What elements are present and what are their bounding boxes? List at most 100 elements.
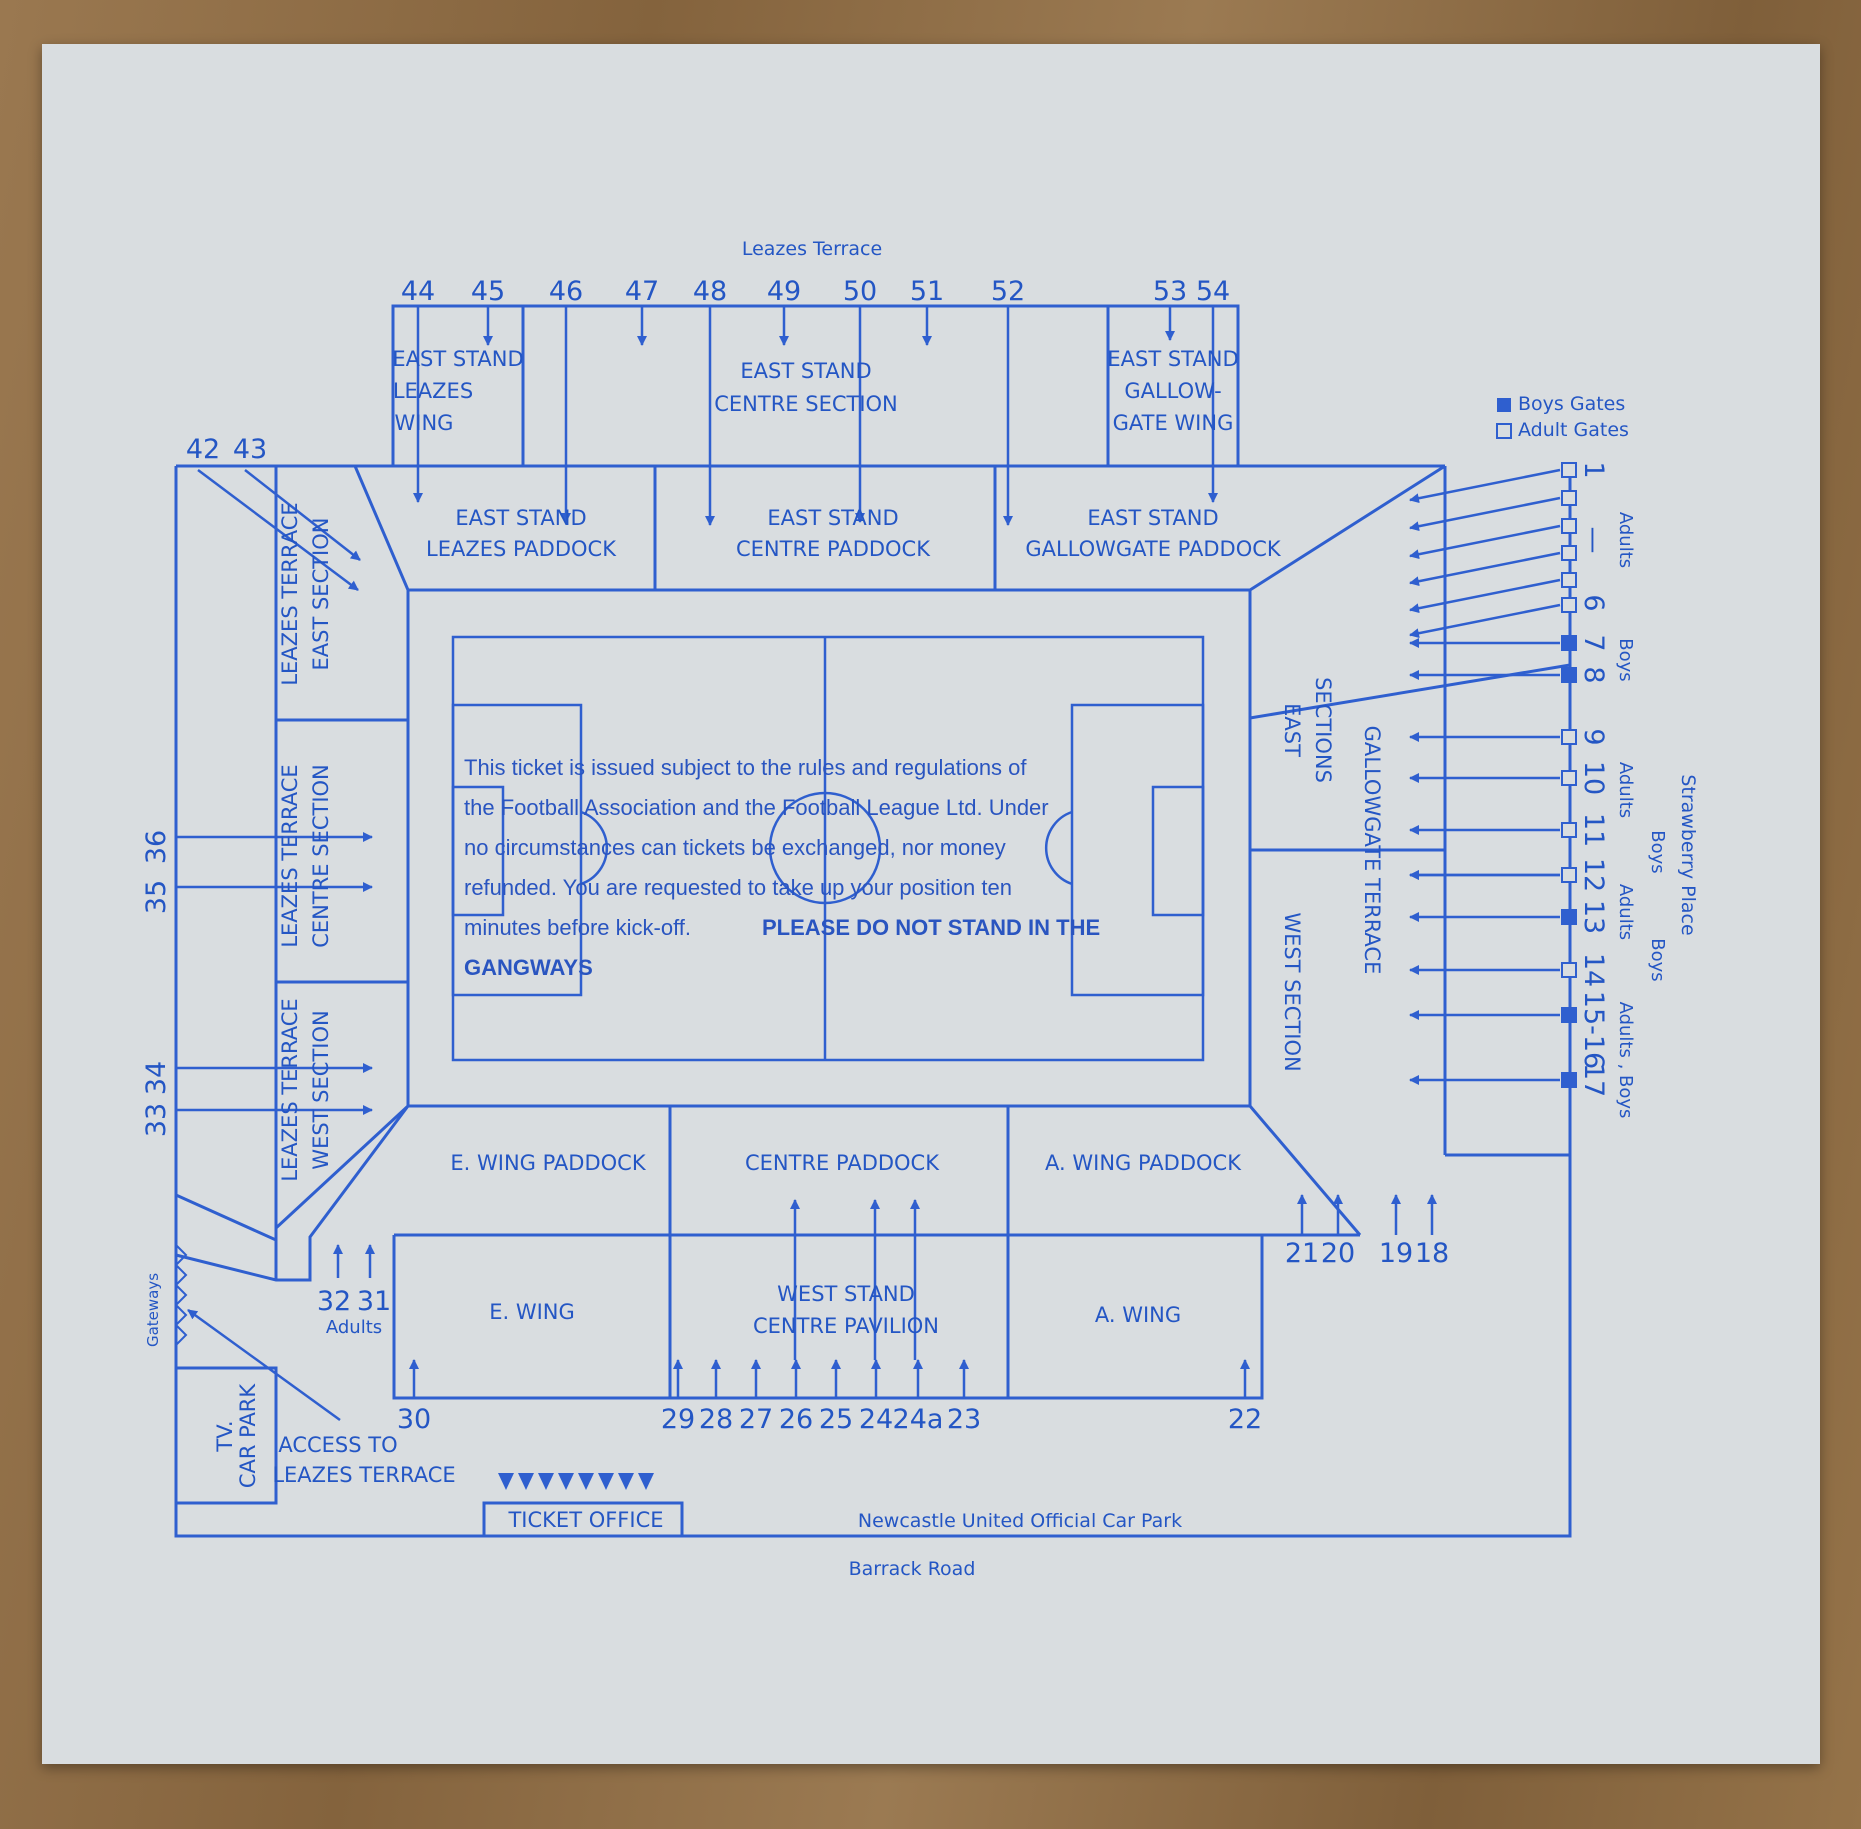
gate-note-right-4: Adults — [1615, 884, 1636, 940]
right-gate-arrow-4 — [1409, 578, 1561, 614]
es-leazes-wing-2: LEAZES — [393, 379, 473, 403]
es-centre-section-2: CENTRE SECTION — [714, 392, 898, 416]
ground-boundary — [174, 466, 1572, 1538]
gateways: Gateways — [144, 1273, 162, 1347]
lt-west-2: WEST SECTION — [309, 1010, 333, 1169]
gate-arrows — [175, 306, 1561, 1490]
gate-53: 53 — [1153, 276, 1187, 307]
ticket-office-arrow — [558, 1473, 574, 1490]
es-gallowgate-paddock-1: EAST STAND — [1087, 506, 1218, 530]
gate-note-right-2: Adults — [1615, 762, 1636, 818]
access-1: ACCESS TO — [278, 1433, 397, 1457]
adult-gate-marker — [1561, 729, 1577, 745]
gate-42: 42 — [186, 434, 220, 465]
notice-line-4: refunded. You are requested to take up y… — [464, 875, 1012, 900]
lt-east-1: LEAZES TERRACE — [278, 502, 302, 685]
a-wing-paddock: A. WING PADDOCK — [1045, 1151, 1242, 1175]
es-centre-paddock-1: EAST STAND — [767, 506, 898, 530]
gate-20: 20 — [1321, 1238, 1355, 1269]
gate-29: 29 — [661, 1404, 695, 1435]
legend-boys: Boys Gates — [1518, 393, 1625, 415]
gate-right-2: 6 — [1578, 594, 1609, 611]
ticket-office-arrow — [578, 1473, 594, 1490]
gate-24: 24 — [859, 1404, 893, 1435]
gate-30: 30 — [397, 1404, 431, 1435]
gateway-chevron — [175, 1324, 188, 1346]
gate-note-adults-left: Adults — [326, 1317, 382, 1338]
gate-51: 51 — [910, 276, 944, 307]
gate-47: 47 — [625, 276, 659, 307]
boys-gate-swatch — [1497, 398, 1511, 412]
notice-bold-1: PLEASE DO NOT STAND IN THE — [762, 915, 1100, 940]
tv-car-park-1: TV. — [213, 1420, 237, 1452]
gate-24a: 24a — [893, 1404, 944, 1435]
gate-26: 26 — [779, 1404, 813, 1435]
gate-46: 46 — [549, 276, 583, 307]
ticket-office: TICKET OFFICE — [507, 1508, 663, 1532]
centre-circle — [768, 791, 882, 905]
lt-east-2: EAST SECTION — [309, 518, 333, 671]
ticket-office-box — [482, 1501, 684, 1538]
ticket-office-arrow — [638, 1473, 654, 1490]
es-centre-section-1: EAST STAND — [740, 359, 871, 383]
west-stand-2: CENTRE PAVILION — [753, 1314, 939, 1338]
adult-gate-marker — [1561, 572, 1577, 588]
lt-west-1: LEAZES TERRACE — [278, 998, 302, 1181]
boys-gate-marker — [1561, 1072, 1577, 1088]
gate-35: 35 — [141, 880, 172, 914]
tv-car-park-2: CAR PARK — [236, 1383, 260, 1489]
gate-right-4: 8 — [1578, 666, 1609, 683]
gate-right-1: — — [1578, 527, 1609, 554]
gate-right-11: 15-16 — [1578, 991, 1609, 1069]
gate-note-right-3: Boys — [1647, 830, 1668, 873]
gate-note-right-1: Boys — [1615, 638, 1636, 681]
gate-36: 36 — [141, 830, 172, 864]
gate-arrow-42 — [197, 469, 359, 591]
ticket-office-arrow — [598, 1473, 614, 1490]
gate-18: 18 — [1415, 1238, 1449, 1269]
west-stand-1: WEST STAND — [777, 1282, 915, 1306]
gt-west: WEST SECTION — [1280, 912, 1304, 1071]
right-gate-arrow-5 — [1409, 603, 1561, 639]
east-stand-upper — [391, 304, 1240, 468]
gateway-chevron — [175, 1284, 188, 1306]
lt-centre-1: LEAZES TERRACE — [278, 764, 302, 947]
es-leazes-wing-1: EAST STAND — [392, 347, 523, 371]
gate-right-0: 1 — [1578, 461, 1609, 478]
west-stand-outline — [392, 1235, 1264, 1400]
gate-arrow-43 — [244, 469, 361, 561]
adult-gate-marker — [1561, 962, 1577, 978]
gallowgate-terrace: GALLOWGATE TERRACE — [1360, 726, 1384, 975]
right-gate-arrow-3 — [1409, 551, 1561, 587]
gate-21: 21 — [1285, 1238, 1319, 1269]
legend: Boys Gates Adult Gates — [1496, 393, 1629, 441]
gate-right-6: 10 — [1578, 761, 1609, 795]
adult-gate-marker — [1561, 545, 1577, 561]
ticket-office-arrow — [538, 1473, 554, 1490]
gate-50: 50 — [843, 276, 877, 307]
adult-gate-marker — [1561, 462, 1577, 478]
street-leazes-terrace: Leazes Terrace — [742, 238, 882, 260]
gate-22: 22 — [1228, 1404, 1262, 1435]
boys-gate-marker — [1561, 1007, 1577, 1023]
gate-43: 43 — [233, 434, 267, 465]
es-leazes-paddock-1: EAST STAND — [455, 506, 586, 530]
adult-gate-marker — [1561, 490, 1577, 506]
right-gate-arrow-1 — [1409, 496, 1561, 532]
es-centre-paddock-2: CENTRE PADDOCK — [736, 537, 931, 561]
centre-paddock: CENTRE PADDOCK — [745, 1151, 940, 1175]
gate-48: 48 — [693, 276, 727, 307]
e-wing-paddock: E. WING PADDOCK — [450, 1151, 646, 1175]
gateway-chevron — [175, 1244, 188, 1266]
gt-east-2: SECTIONS — [1311, 677, 1335, 783]
es-gallowgate-wing-1: EAST STAND — [1107, 347, 1238, 371]
boys-gate-marker — [1561, 667, 1577, 683]
gate-52: 52 — [991, 276, 1025, 307]
notice-line-2: the Football Association and the Footbal… — [464, 795, 1049, 820]
right-gate-arrow-2 — [1409, 524, 1561, 560]
notice-line-1: This ticket is issued subject to the rul… — [464, 755, 1027, 780]
ticket-office-arrow — [498, 1473, 514, 1490]
es-gallowgate-wing-2: GALLOW- — [1124, 379, 1221, 403]
right-goal-box — [1151, 785, 1205, 917]
